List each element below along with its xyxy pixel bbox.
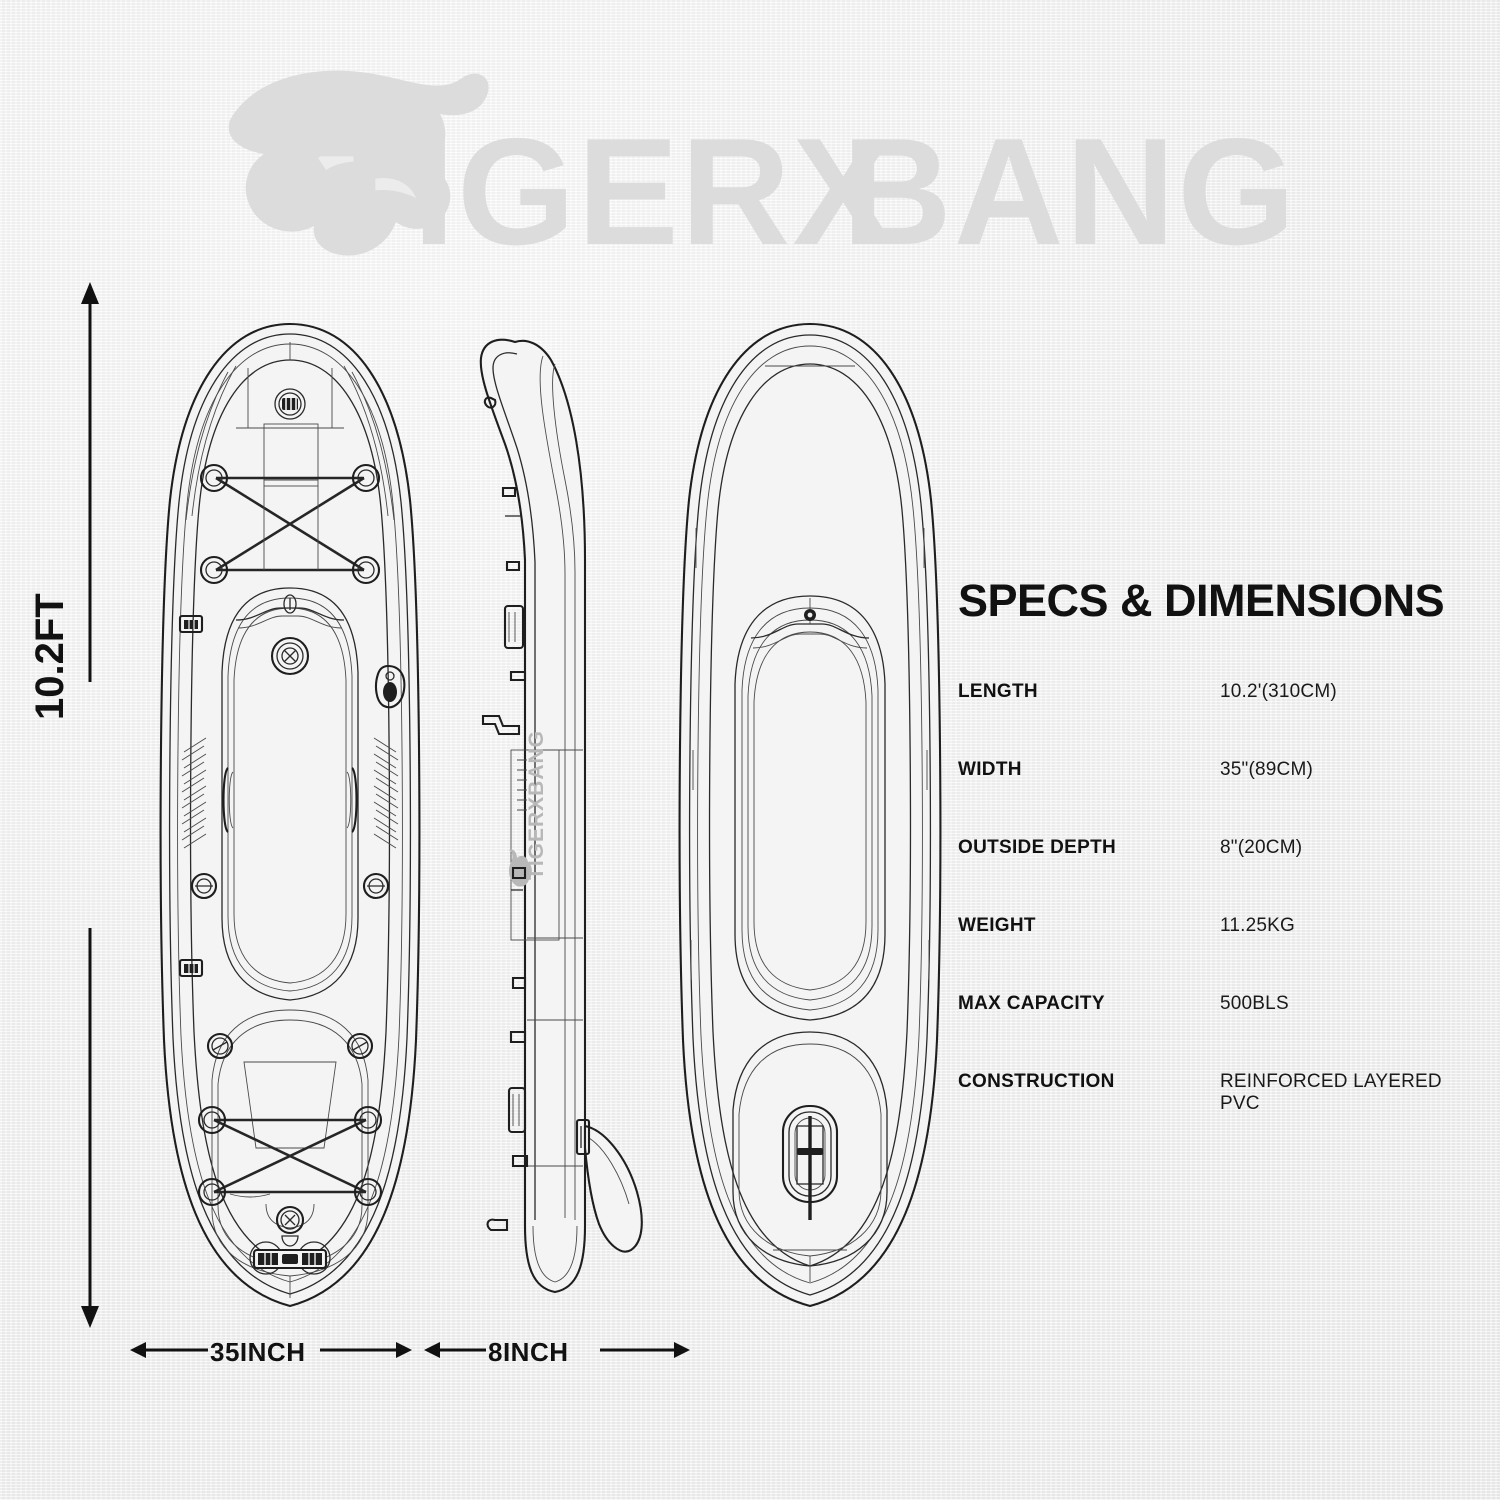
spec-value: 10.2'(310CM) [1220, 681, 1337, 702]
accessory-mount-icon-2 [178, 958, 204, 978]
traction-pad-texture [181, 737, 207, 849]
spec-row-weight: WEIGHT 11.25KG [958, 915, 1486, 993]
hull-seam-lines [690, 528, 930, 980]
spec-row-outside-depth: OUTSIDE DEPTH 8"(20CM) [958, 837, 1486, 915]
d-ring-icon [199, 463, 381, 585]
board-top-view [159, 322, 421, 1308]
fin-box-icon [781, 1104, 839, 1220]
svg-text:TIGERXBANG: TIGERXBANG [525, 730, 548, 880]
traction-pad-texture-right [373, 737, 399, 849]
rod-holder-icon [374, 664, 406, 709]
spec-label: OUTSIDE DEPTH [958, 837, 1117, 858]
nose-fitting-icon [274, 388, 306, 420]
pad-eyelet-icon [283, 594, 297, 614]
tail-hardware-icon [249, 1241, 331, 1275]
brand-watermark: TIGERX BANG [200, 62, 1320, 267]
tail-valve-icon [275, 1205, 305, 1235]
carry-handle-icon [222, 767, 358, 833]
spec-value: REINFORCED LAYERED PVC [1220, 1071, 1442, 1114]
length-dimension-arrow [81, 282, 99, 1328]
spec-label: LENGTH [958, 681, 1038, 702]
accessory-mount-icon [178, 614, 204, 634]
fin-icon [583, 1124, 643, 1253]
mid-d-ring-icon [190, 872, 390, 900]
rail-fittings [481, 396, 529, 1232]
tiger-head-icon [228, 70, 489, 256]
specs-panel: SPECS & DIMENSIONS LENGTH 10.2'(310CM) W… [958, 578, 1486, 1149]
spec-label: CONSTRUCTION [958, 1071, 1115, 1092]
board-bottom-view [678, 322, 942, 1308]
width-dimension-label: 35INCH [210, 1337, 306, 1367]
spec-value: 8"(20CM) [1220, 837, 1303, 858]
spec-value: 500BLS [1220, 993, 1289, 1014]
spec-label: WEIGHT [958, 915, 1036, 936]
rear-d-ring-icon [197, 1105, 383, 1207]
rear-bungee-cord [213, 1118, 367, 1194]
tail-mount-icon [206, 1032, 374, 1060]
hull-valve-icon [804, 609, 816, 621]
spec-row-length: LENGTH 10.2'(310CM) [958, 681, 1486, 759]
depth-dimension-label: 8INCH [488, 1337, 569, 1367]
spec-value: 35"(89CM) [1220, 759, 1314, 780]
air-valve-icon [270, 636, 310, 676]
spec-label: WIDTH [958, 759, 1022, 780]
width-dimension-arrows [130, 1342, 690, 1358]
spec-row-width: WIDTH 35"(89CM) [958, 759, 1486, 837]
watermark-brand-text: TIGERX [318, 107, 896, 267]
side-rail-brand: TIGERXBANG [509, 730, 548, 887]
spec-row-construction: CONSTRUCTION REINFORCED LAYERED PVC [958, 1071, 1486, 1149]
specs-title: SPECS & DIMENSIONS [958, 575, 1445, 626]
spec-label: MAX CAPACITY [958, 993, 1105, 1014]
spec-value: 11.25KG [1220, 915, 1295, 936]
spec-row-max-capacity: MAX CAPACITY 500BLS [958, 993, 1486, 1071]
board-side-view: TIGERXBANG [479, 338, 643, 1294]
front-bungee-cord [215, 476, 365, 572]
length-dimension-label: 10.2FT [28, 593, 72, 720]
watermark-brand-text-2: BANG [842, 107, 1298, 267]
